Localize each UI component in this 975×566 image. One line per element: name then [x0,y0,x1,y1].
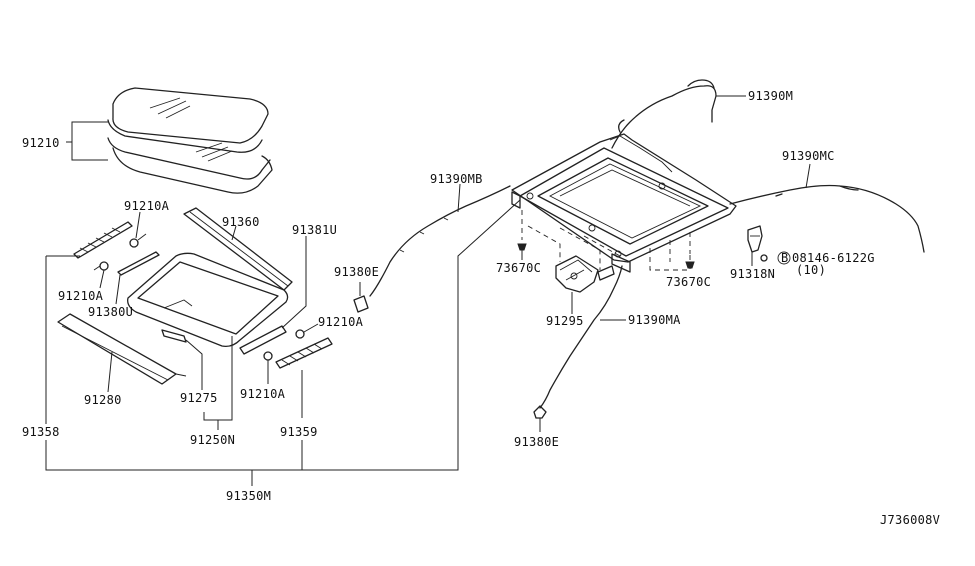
drain-hose-91390ma [539,265,623,409]
sunroof-frame-part [511,133,737,273]
label-91390mc: 91390MC [782,149,835,163]
sunshade-91280-part [57,313,187,385]
motor-91295-part [555,255,615,293]
label-91210a-3: 91210A [318,315,364,329]
screw-icon [129,233,147,248]
label-73670c-1: 73670C [496,261,541,275]
rail-91359-part [275,337,333,369]
screw-icon [295,329,305,339]
label-91360: 91360 [222,215,260,229]
label-91358: 91358 [22,425,60,439]
bolt-circle-b-icon [777,251,791,265]
screw-icon [263,351,273,361]
label-91380e-2: 91380E [514,435,559,449]
label-91380e-1: 91380E [334,265,379,279]
label-91390ma: 91390MA [628,313,681,327]
leader-91350m [45,199,521,471]
bolt-circle-letter: B [781,251,789,265]
grommet-91380e-bottom [533,405,547,419]
drain-hose-91390mb [369,185,511,297]
label-73670c-2: 73670C [666,275,711,289]
label-bolt-code: 08146-6122G [792,251,875,265]
label-91380u: 91380U [88,305,133,319]
label-91280: 91280 [84,393,122,407]
grommet-91380e-top [353,295,369,313]
label-91359: 91359 [280,425,318,439]
shade-frame-part [127,252,289,348]
label-91210: 91210 [22,136,60,150]
label-91295: 91295 [546,314,584,328]
label-91210a-2: 91210A [58,289,104,303]
label-91318n: 91318N [730,267,775,281]
drain-hose-91390m [611,85,717,149]
drain-hose-91390mc [729,184,925,253]
label-91390mb: 91390MB [430,172,483,186]
screw-icon [93,261,109,271]
strip-91380u [117,251,160,276]
label-91275: 91275 [180,391,218,405]
leader-91210 [71,121,108,161]
glass-panel-part [107,87,273,194]
diagram-id: J736008V [880,513,940,527]
label-91210a-1: 91210A [124,199,170,213]
bracket-91318n-part [747,225,763,253]
clip-73670c-icon [517,243,527,251]
label-bolt-qty: (10) [796,263,826,277]
bolt-icon [760,254,768,262]
label-91350m: 91350M [226,489,271,503]
strip-91381u [239,325,287,355]
deflector-91360-part [183,207,293,291]
clip-73670c-icon [685,261,695,269]
label-91390m: 91390M [748,89,793,103]
handle-91275 [161,329,187,343]
rail-91358-part [73,221,133,259]
label-91250n: 91250N [190,433,235,447]
label-91210a-4: 91210A [240,387,286,401]
label-91381u: 91381U [292,223,337,237]
